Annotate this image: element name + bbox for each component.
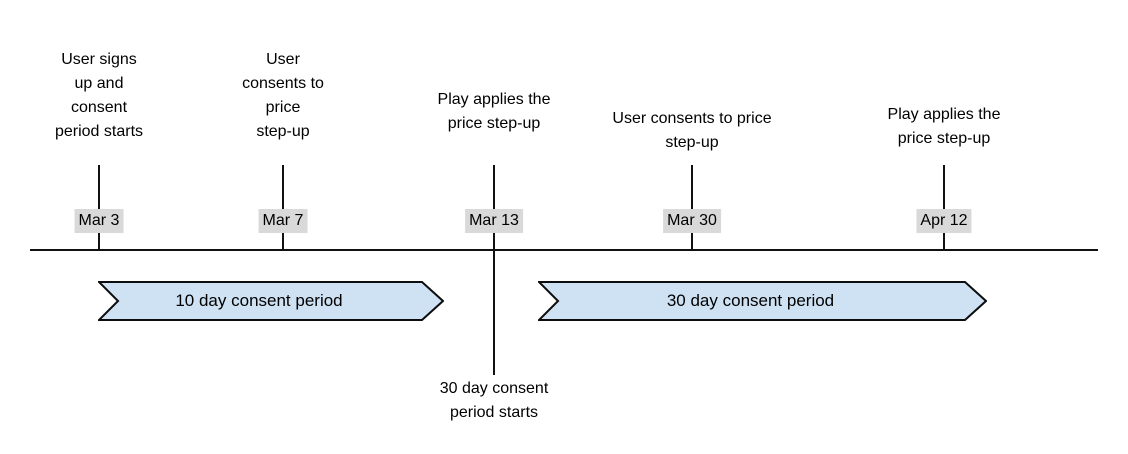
consent-period-banner-30day: 30 day consent period <box>538 281 987 321</box>
period-label-10day: 10 day consent period <box>175 291 343 310</box>
date-badge-mar-3: Mar 3 <box>74 209 124 233</box>
event-label-apr-12: Play applies the price step-up <box>887 106 1001 147</box>
event-label-mar-3: User signs up and consent period starts <box>54 51 144 140</box>
timeline-axis <box>30 249 1098 251</box>
consent-period-banner-10day: 10 day consent period <box>98 281 444 321</box>
chevron-banner-shape <box>98 281 444 321</box>
event-label-mar-13: Play applies the price step-up <box>437 91 551 132</box>
event-tick-mar-7 <box>282 165 284 250</box>
date-badge-mar-13: Mar 13 <box>465 209 523 233</box>
date-badge-mar-7: Mar 7 <box>258 209 308 233</box>
event-tick-mar-13 <box>493 165 495 375</box>
event-tick-apr-12 <box>943 165 945 250</box>
date-badge-mar-30: Mar 30 <box>663 209 721 233</box>
event-tick-mar-3 <box>98 165 100 250</box>
event-label-mar-30: User consents to price step-up <box>612 110 772 151</box>
period-label-30day: 30 day consent period <box>666 291 835 310</box>
annotation-30day-period-starts: 30 day consent period starts <box>439 380 549 421</box>
chevron-banner-shape <box>538 281 987 321</box>
event-tick-mar-30 <box>691 165 693 250</box>
event-label-mar-7: User consents to price step-up <box>242 51 324 140</box>
date-badge-apr-12: Apr 12 <box>916 209 972 233</box>
